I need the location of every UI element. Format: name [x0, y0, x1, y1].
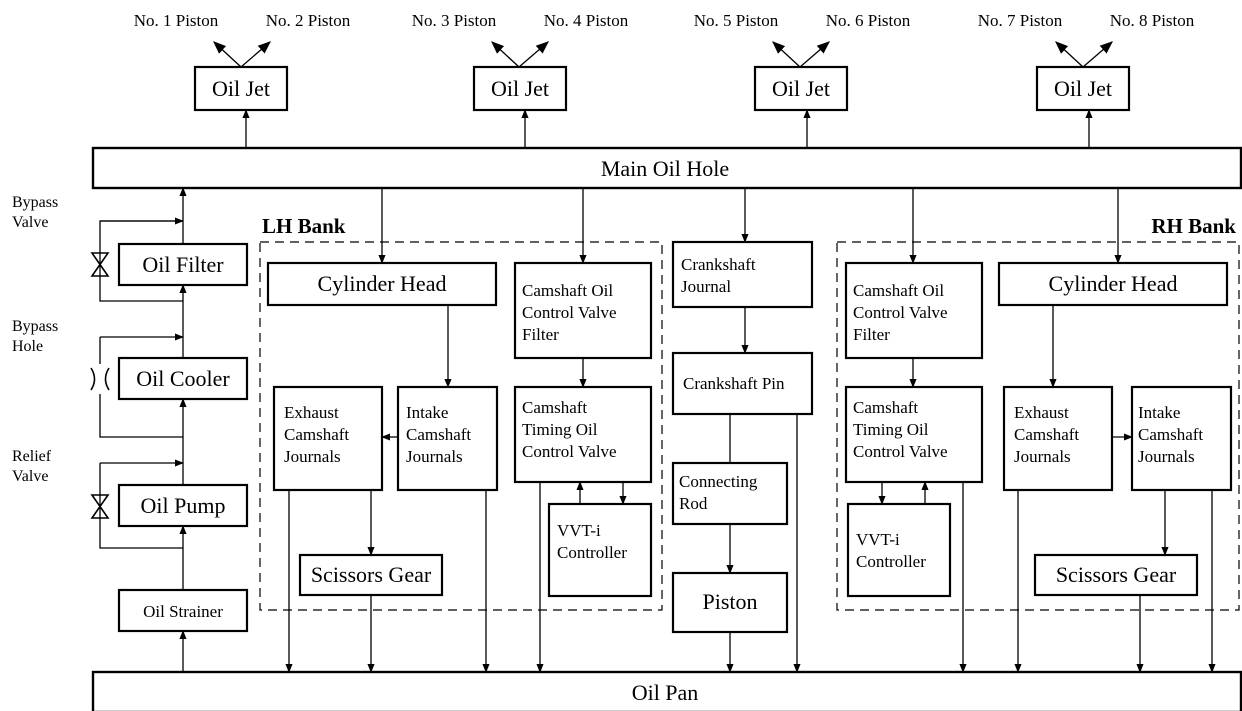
rh-exhaust-camshaft-journals: Exhaust Camshaft Journals — [1002, 385, 1114, 492]
rh-bank: RH Bank Camshaft Oil Control Valve Filte… — [836, 188, 1240, 673]
piston-label-2: No. 2 Piston — [266, 11, 351, 30]
relief-valve-label: Relief Valve — [12, 448, 55, 485]
relief-valve-symbol — [90, 494, 110, 519]
svg-text:Camshaft Oil Control V: Camshaft Oil Control Valve Filter — [853, 281, 952, 344]
crankshaft-journal: Crankshaft Journal — [671, 240, 814, 309]
lh-bank: LH Bank Cylinder Head Camshaft Oil Contr… — [259, 188, 663, 673]
lh-bank-outline — [259, 241, 663, 611]
svg-text:Intake Camshaft: Intake Camshaft Journals — [1138, 403, 1207, 466]
rh-cam-oil-control-filter: Camshaft Oil Control Valve Filter — [844, 261, 984, 360]
main-oil-hole-label: Main Oil Hole — [601, 156, 729, 181]
oil-filter-label: Oil Filter — [142, 252, 224, 277]
oil-jet-arrows — [213, 41, 1113, 68]
bypass-hole-symbol — [90, 364, 110, 394]
svg-text:Crankshaft Journal: Crankshaft Journal — [681, 255, 760, 296]
oil-jet-label: Oil Jet — [212, 76, 270, 101]
oil-jet-2: Oil Jet — [472, 65, 568, 112]
crankshaft-path: Crankshaft Journal Crankshaft Pin Connec… — [671, 188, 814, 673]
scissors-gear-label: Scissors Gear — [311, 562, 432, 587]
svg-text:Camshaft Timing Oil: Camshaft Timing Oil Control Valve — [522, 398, 617, 461]
rh-intake-camshaft-journals: Intake Camshaft Journals — [1130, 385, 1233, 492]
rh-camshaft-timing-oil-control-valve: Camshaft Timing Oil Control Valve — [844, 385, 984, 484]
lh-cam-oil-control-filter: Camshaft Oil Control Valve Filter — [513, 261, 653, 360]
crankshaft-pin-label: Crankshaft Pin — [683, 374, 785, 393]
bypass-valve-symbol — [90, 252, 110, 277]
lh-camshaft-timing-oil-control-valve: Camshaft Timing Oil Control Valve — [513, 385, 653, 484]
main-oil-hole: Main Oil Hole — [91, 146, 1242, 190]
lh-cylinder-head: Cylinder Head — [266, 261, 498, 307]
oil-strainer-label: Oil Strainer — [143, 602, 223, 621]
piston-label-5: No. 5 Piston — [694, 11, 779, 30]
svg-text:VVT-i Controller: VVT-i Controller — [557, 521, 627, 562]
piston-label-8: No. 8 Piston — [1110, 11, 1195, 30]
piston-label-6: No. 6 Piston — [826, 11, 911, 30]
piston-label-7: No. 7 Piston — [978, 11, 1063, 30]
piston-label: Piston — [702, 589, 757, 614]
oil-jet-label: Oil Jet — [772, 76, 830, 101]
rh-cylinder-head: Cylinder Head — [997, 261, 1229, 307]
lh-intake-camshaft-journals: Intake Camshaft Journals — [396, 385, 499, 492]
oil-pan: Oil Pan — [91, 670, 1242, 711]
lh-vvt-i-controller: VVT-i Controller — [547, 502, 653, 598]
lh-exhaust-camshaft-journals: Exhaust Camshaft Journals — [272, 385, 384, 492]
bypass-hole-label: Bypass Hole — [12, 318, 62, 355]
lh-scissors-gear: Scissors Gear — [298, 553, 444, 597]
left-supply-path: Bypass Valve Bypass Hole Relief Valve Oi… — [12, 187, 249, 672]
oil-cooler: Oil Cooler — [117, 356, 249, 401]
rh-bank-title: RH Bank — [1151, 214, 1236, 238]
piston: Piston — [671, 571, 789, 634]
rh-scissors-gear: Scissors Gear — [1033, 553, 1199, 597]
svg-text:Exhaust Camshaft: Exhaust Camshaft Journals — [284, 403, 353, 466]
piston-labels: No. 1 Piston No. 2 Piston No. 3 Piston N… — [134, 11, 1195, 30]
cylinder-head-label: Cylinder Head — [1049, 271, 1178, 296]
lh-bank-title: LH Bank — [262, 214, 346, 238]
oil-filter: Oil Filter — [117, 242, 249, 287]
svg-text:Camshaft Oil Control V: Camshaft Oil Control Valve Filter — [522, 281, 621, 344]
oil-jet-label: Oil Jet — [491, 76, 549, 101]
oil-pump-label: Oil Pump — [141, 493, 226, 518]
oil-jet-label: Oil Jet — [1054, 76, 1112, 101]
svg-text:Exhaust Camshaft: Exhaust Camshaft Journals — [1014, 403, 1083, 466]
rh-bank-outline — [836, 241, 1240, 611]
oil-jet-4: Oil Jet — [1035, 65, 1131, 112]
bypass-valve-label: Bypass Valve — [12, 194, 62, 231]
crankshaft-pin: Crankshaft Pin — [671, 351, 814, 416]
oil-jet-1: Oil Jet — [193, 65, 289, 112]
oil-cooler-label: Oil Cooler — [136, 366, 230, 391]
cylinder-head-label: Cylinder Head — [318, 271, 447, 296]
svg-text:Camshaft Timing Oil: Camshaft Timing Oil Control Valve — [853, 398, 948, 461]
svg-text:Intake Camshaft: Intake Camshaft Journals — [406, 403, 475, 466]
connecting-rod: Connecting Rod — [671, 461, 789, 526]
svg-text:VVT-i Controller: VVT-i Controller — [856, 530, 926, 571]
rh-vvt-i-controller: VVT-i Controller — [846, 502, 952, 598]
piston-label-4: No. 4 Piston — [544, 11, 629, 30]
oil-pan-label: Oil Pan — [632, 680, 699, 705]
scissors-gear-label: Scissors Gear — [1056, 562, 1177, 587]
oil-pump: Oil Pump — [117, 483, 249, 528]
svg-text:Connecting Rod: Connecting Rod — [679, 472, 762, 513]
piston-label-3: No. 3 Piston — [412, 11, 497, 30]
oil-jet-3: Oil Jet — [753, 65, 849, 112]
oil-strainer: Oil Strainer — [117, 588, 249, 633]
piston-label-1: No. 1 Piston — [134, 11, 219, 30]
jet-feed-arrows — [242, 109, 1093, 148]
